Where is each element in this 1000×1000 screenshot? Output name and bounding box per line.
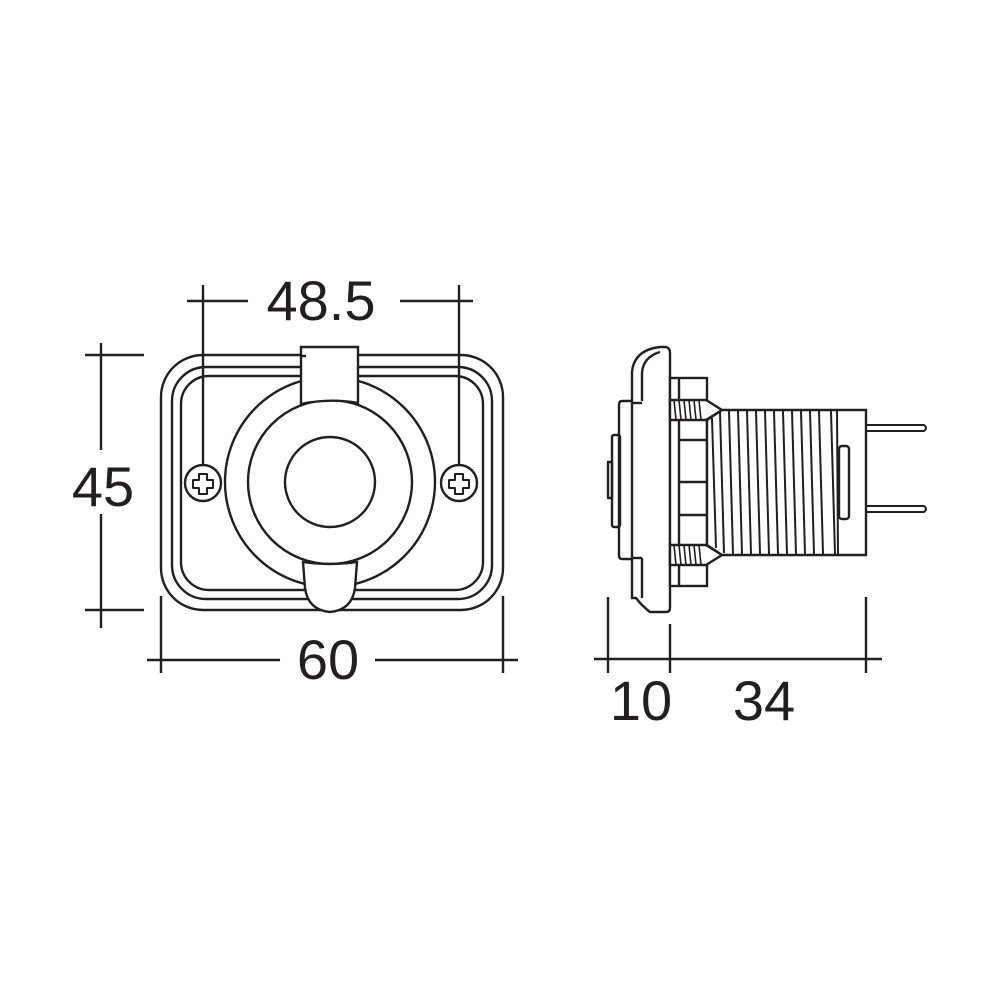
rear-clip bbox=[837, 444, 851, 521]
left-screw-icon bbox=[183, 463, 223, 503]
cap-hinge-tab bbox=[299, 345, 360, 406]
side-view: 10 34 bbox=[594, 345, 927, 732]
cap-body bbox=[617, 399, 632, 561]
dimension-width: 60 bbox=[147, 596, 518, 691]
label-flange-depth: 10 bbox=[610, 669, 672, 732]
socket-bore bbox=[283, 435, 377, 529]
thread-bottom bbox=[668, 543, 725, 567]
right-screw-icon bbox=[439, 463, 479, 503]
dimension-side: 10 34 bbox=[594, 597, 882, 732]
label-body-depth: 34 bbox=[733, 669, 795, 732]
dimension-hole-spacing: 48.5 bbox=[187, 269, 473, 465]
socket-outer-ring bbox=[223, 375, 437, 589]
terminal-bottom bbox=[866, 505, 927, 513]
dimension-height: 45 bbox=[72, 343, 144, 628]
label-width: 60 bbox=[297, 628, 359, 691]
label-height: 45 bbox=[72, 455, 134, 518]
threaded-body bbox=[705, 408, 868, 557]
cap-tongue bbox=[301, 560, 359, 614]
flange-inner-curve bbox=[640, 350, 661, 401]
terminal-top bbox=[866, 424, 927, 432]
front-view: 48.5 45 60 bbox=[72, 269, 518, 691]
label-hole-spacing: 48.5 bbox=[267, 269, 376, 332]
flange bbox=[630, 345, 672, 614]
body-threads bbox=[711, 410, 839, 555]
